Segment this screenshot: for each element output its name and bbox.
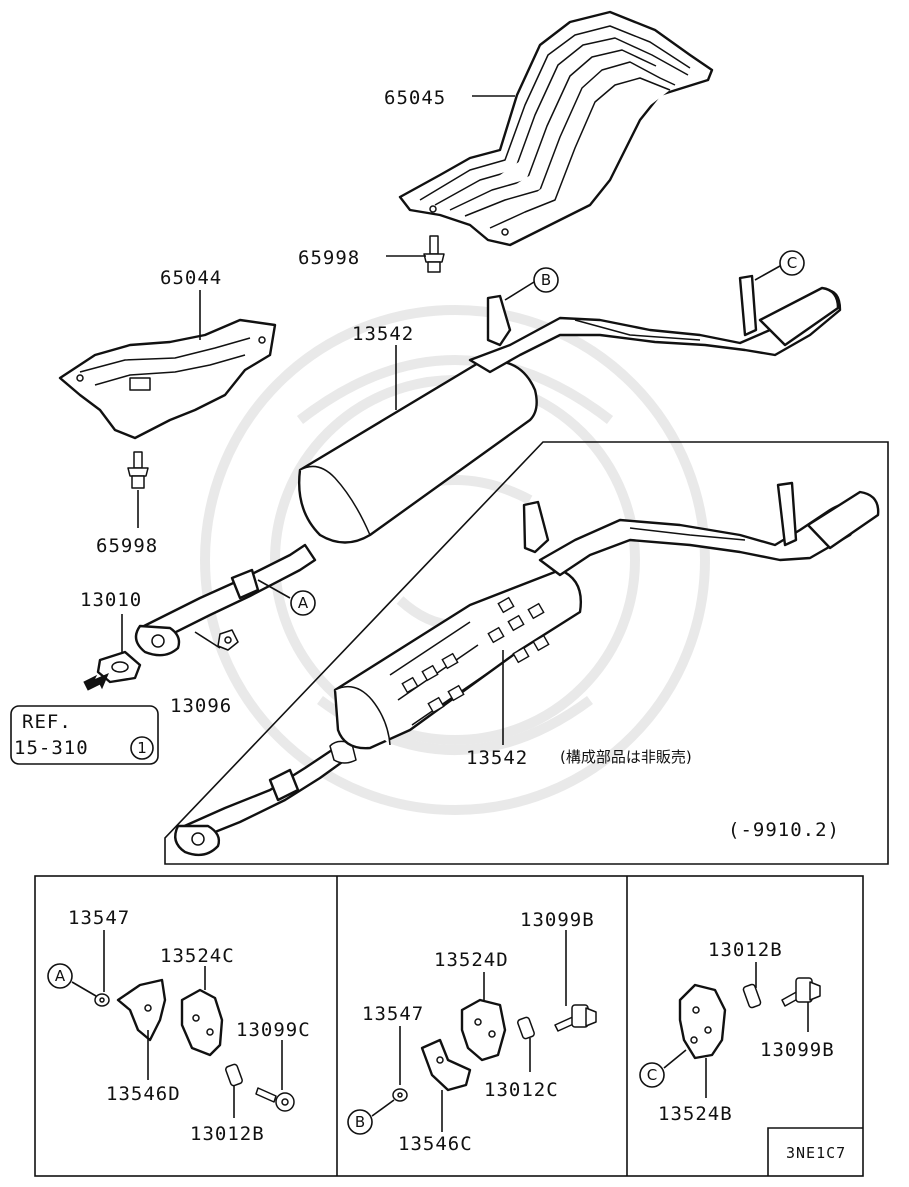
- diagram-code: 3NE1C7: [786, 1144, 846, 1162]
- reference-line2: 15-310: [14, 737, 89, 759]
- callout-b-panel: [347, 1109, 373, 1135]
- bracket-13546c[interactable]: [420, 1038, 472, 1092]
- washer-13547-b[interactable]: [392, 1088, 408, 1102]
- label-13542-top: 13542: [352, 323, 414, 345]
- label-65998-top: 65998: [298, 247, 360, 269]
- label-13546d: 13546D: [106, 1083, 181, 1105]
- label-65998-left: 65998: [96, 535, 158, 557]
- washer-13547-a[interactable]: [94, 993, 110, 1007]
- muffler-13542-bottom[interactable]: [174, 481, 880, 857]
- heat-shield-65045[interactable]: [398, 10, 714, 247]
- label-65045: 65045: [384, 87, 446, 109]
- label-13099b-b: 13099B: [520, 909, 595, 931]
- gasket-13010[interactable]: [96, 650, 142, 684]
- bolt-13099c[interactable]: [255, 1087, 295, 1112]
- variant-box: [164, 441, 889, 865]
- callout-b-top: [533, 267, 559, 293]
- callout-a-top: [290, 590, 316, 616]
- bolt-13099b-b[interactable]: [554, 1004, 597, 1032]
- bracket-13546d[interactable]: [116, 978, 167, 1042]
- reference-box[interactable]: REF. 15-310 1: [10, 705, 159, 765]
- spacer-13012b-c[interactable]: [742, 983, 762, 1009]
- label-13547-b: 13547: [362, 1003, 424, 1025]
- label-13546c: 13546C: [398, 1133, 473, 1155]
- label-13524d: 13524D: [434, 949, 509, 971]
- label-13524b: 13524B: [658, 1103, 733, 1125]
- muffler-13542-top[interactable]: [134, 274, 842, 657]
- heat-shield-65044[interactable]: [58, 318, 277, 440]
- reference-num: 1: [137, 739, 147, 757]
- nut-13096[interactable]: [217, 629, 239, 651]
- callout-c-top-text: C: [787, 254, 797, 272]
- callout-a-top-text: A: [298, 594, 309, 612]
- callout-a-panel: [47, 963, 73, 989]
- label-13099c: 13099C: [236, 1019, 311, 1041]
- label-13547-a: 13547: [68, 907, 130, 929]
- reference-line1: REF.: [22, 711, 72, 733]
- bolt-65998-left[interactable]: [127, 451, 149, 489]
- callout-c-panel: [639, 1062, 665, 1088]
- spacer-13012c[interactable]: [517, 1016, 535, 1040]
- label-13096: 13096: [170, 695, 232, 717]
- label-date-range: (-9910.2): [728, 819, 840, 841]
- label-13010: 13010: [80, 589, 142, 611]
- label-13012b-c: 13012B: [708, 939, 783, 961]
- label-65044: 65044: [160, 267, 222, 289]
- insulator-13524c[interactable]: [180, 988, 224, 1057]
- reference-num-circle: [130, 736, 154, 760]
- bolt-65998-top[interactable]: [423, 235, 445, 273]
- callout-b-top-text: B: [541, 271, 551, 289]
- bolt-13099b-c[interactable]: [781, 977, 821, 1007]
- detail-panels: [34, 875, 864, 1177]
- callout-c-top: [779, 250, 805, 276]
- label-13524c: 13524C: [160, 945, 235, 967]
- label-13012c: 13012C: [484, 1079, 559, 1101]
- label-13012b-a: 13012B: [190, 1123, 265, 1145]
- callout-c-panel-text: C: [647, 1066, 657, 1084]
- callout-b-panel-text: B: [355, 1113, 365, 1131]
- label-13542-note: (構成部品は非販売): [560, 748, 692, 766]
- label-13099b-c: 13099B: [760, 1039, 835, 1061]
- direction-arrow: [83, 673, 109, 691]
- label-13542-bottom: 13542: [466, 747, 528, 769]
- callout-a-panel-text: A: [55, 967, 66, 985]
- insulator-13524d[interactable]: [460, 998, 507, 1062]
- spacer-13012b-a[interactable]: [225, 1063, 243, 1087]
- insulator-13524b[interactable]: [678, 983, 727, 1060]
